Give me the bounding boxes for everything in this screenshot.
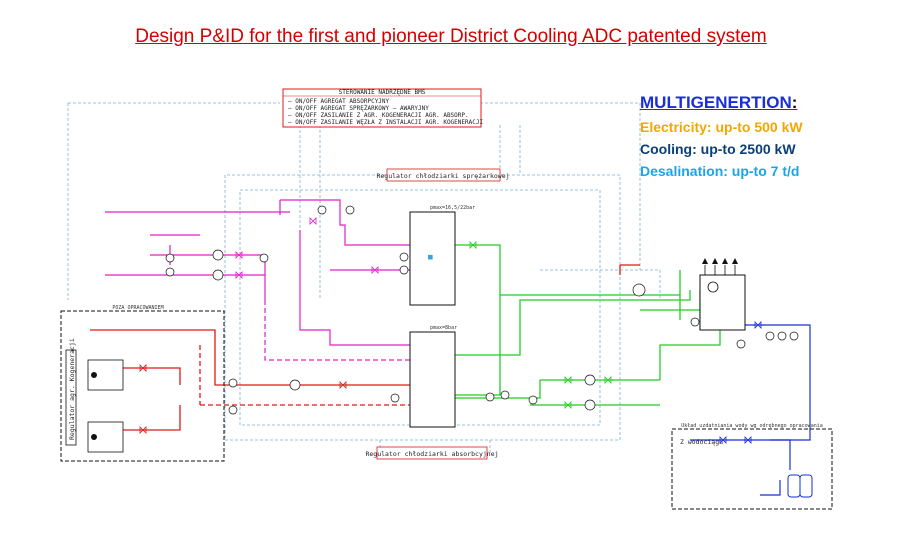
tag-icon bbox=[765, 331, 775, 341]
bms-item: — ON/OFF ZASILANIE WĘZŁA Z INSTALACJI AG… bbox=[288, 119, 483, 126]
tag-icon bbox=[736, 339, 746, 349]
green-line bbox=[455, 380, 541, 406]
pump-icon bbox=[584, 374, 596, 386]
tag-icon bbox=[165, 253, 175, 263]
tag-icon bbox=[777, 331, 787, 341]
water-treatment-label: Układ uzdatniania wody wg odrębnego opra… bbox=[681, 423, 822, 429]
red-dashed bbox=[199, 345, 410, 406]
desalination-line: Desalination: up-to 7 t/d bbox=[640, 163, 800, 179]
control-line-top bbox=[67, 102, 640, 300]
bms-header: STEROWANIE NADRZĘDNE BMS bbox=[339, 89, 426, 96]
pink-dashed bbox=[264, 300, 410, 361]
tag-icon bbox=[690, 317, 700, 327]
svg-text:■: ■ bbox=[427, 254, 434, 260]
cogen-regulator-label: Regulator agr. Kogeneracji bbox=[68, 338, 76, 440]
cooling-line: Cooling: up-to 2500 kW bbox=[640, 141, 796, 157]
outside-scope-box: POZA OPRACOWANIEM Regulator agr. Kogener… bbox=[60, 305, 225, 462]
blue-line bbox=[690, 324, 811, 441]
tag-icon bbox=[317, 205, 327, 215]
tag-icon bbox=[259, 253, 269, 263]
green-line bbox=[455, 244, 501, 396]
green-line bbox=[500, 270, 681, 320]
multigeneration-panel: MULTIGENERTION: Electricity: up-to 500 k… bbox=[640, 93, 890, 185]
red-piping bbox=[90, 264, 640, 431]
pump-icon bbox=[584, 399, 596, 411]
bms-item: — ON/OFF ZASILANIE Z AGR. KOGENERACJI AG… bbox=[288, 112, 469, 119]
tag-icon bbox=[345, 205, 355, 215]
tag-icon bbox=[632, 283, 646, 297]
valve-symbols bbox=[139, 217, 762, 444]
red-line bbox=[120, 367, 181, 431]
bms-item: — ON/OFF AGREGAT ABSORPCYJNY bbox=[288, 98, 390, 105]
regulator-absorption-label: Regulator chłodziarki absorbcyjnej bbox=[365, 450, 498, 458]
tag-icon bbox=[485, 392, 495, 402]
regulator-compressor-box: Regulator chłodziarki sprężarkowej bbox=[376, 168, 510, 182]
page-title: Design P&ID for the first and pioneer Di… bbox=[135, 26, 767, 47]
bms-box: STEROWANIE NADRZĘDNE BMS — ON/OFF AGREGA… bbox=[282, 88, 483, 128]
green-piping bbox=[455, 244, 721, 406]
control-line-inner bbox=[239, 189, 601, 426]
regulator-absorption-box: Regulator chłodziarki absorbcyjnej bbox=[365, 446, 499, 460]
tag-icon bbox=[500, 390, 510, 400]
green-line bbox=[640, 290, 701, 330]
outside-scope-label: POZA OPRACOWANIEM bbox=[112, 305, 163, 311]
control-line-right bbox=[540, 103, 661, 300]
pump-icon bbox=[289, 379, 301, 391]
pink-line bbox=[150, 234, 200, 265]
bms-item: — ON/OFF AGREGAT SPRĘŻARKOWY — AWARYJNY bbox=[288, 105, 429, 112]
blue-line bbox=[760, 439, 791, 496]
cooling-tower bbox=[699, 258, 746, 331]
tag-icon bbox=[228, 405, 238, 415]
tag-icon bbox=[789, 331, 799, 341]
water-supply-label: Z wodociągu bbox=[680, 438, 723, 446]
tag-icon bbox=[399, 265, 409, 275]
tag-icon bbox=[399, 252, 409, 262]
pmax-upper-label: pmax=16,5/22bar bbox=[430, 205, 475, 211]
tag-icon bbox=[165, 267, 175, 277]
pink-line bbox=[299, 230, 410, 346]
green-line bbox=[540, 330, 721, 406]
compressor-chiller: pmax=16,5/22bar ■ bbox=[409, 205, 475, 306]
absorption-chiller: pmax=8bar bbox=[409, 325, 457, 428]
pink-piping bbox=[105, 199, 410, 361]
tag-icon bbox=[528, 395, 538, 405]
pump-icon bbox=[212, 249, 224, 261]
pink-line bbox=[105, 211, 290, 300]
pump-icon bbox=[212, 269, 224, 281]
green-line bbox=[455, 290, 691, 356]
multigeneration-heading: MULTIGENERTION: bbox=[640, 93, 798, 112]
red-line bbox=[619, 264, 640, 275]
water-treatment-box: Układ uzdatniania wody wg odrębnego opra… bbox=[671, 423, 833, 510]
pmax-lower-label: pmax=8bar bbox=[430, 325, 457, 331]
tag-icon bbox=[390, 393, 400, 403]
tag-icon bbox=[228, 378, 238, 388]
blue-piping bbox=[690, 324, 811, 496]
regulator-compressor-label: Regulator chłodziarki sprężarkowej bbox=[376, 172, 509, 180]
equipment-symbols bbox=[165, 205, 799, 415]
electricity-line: Electricity: up-to 500 kW bbox=[640, 119, 803, 135]
pink-line bbox=[279, 199, 410, 246]
red-line bbox=[90, 329, 410, 386]
